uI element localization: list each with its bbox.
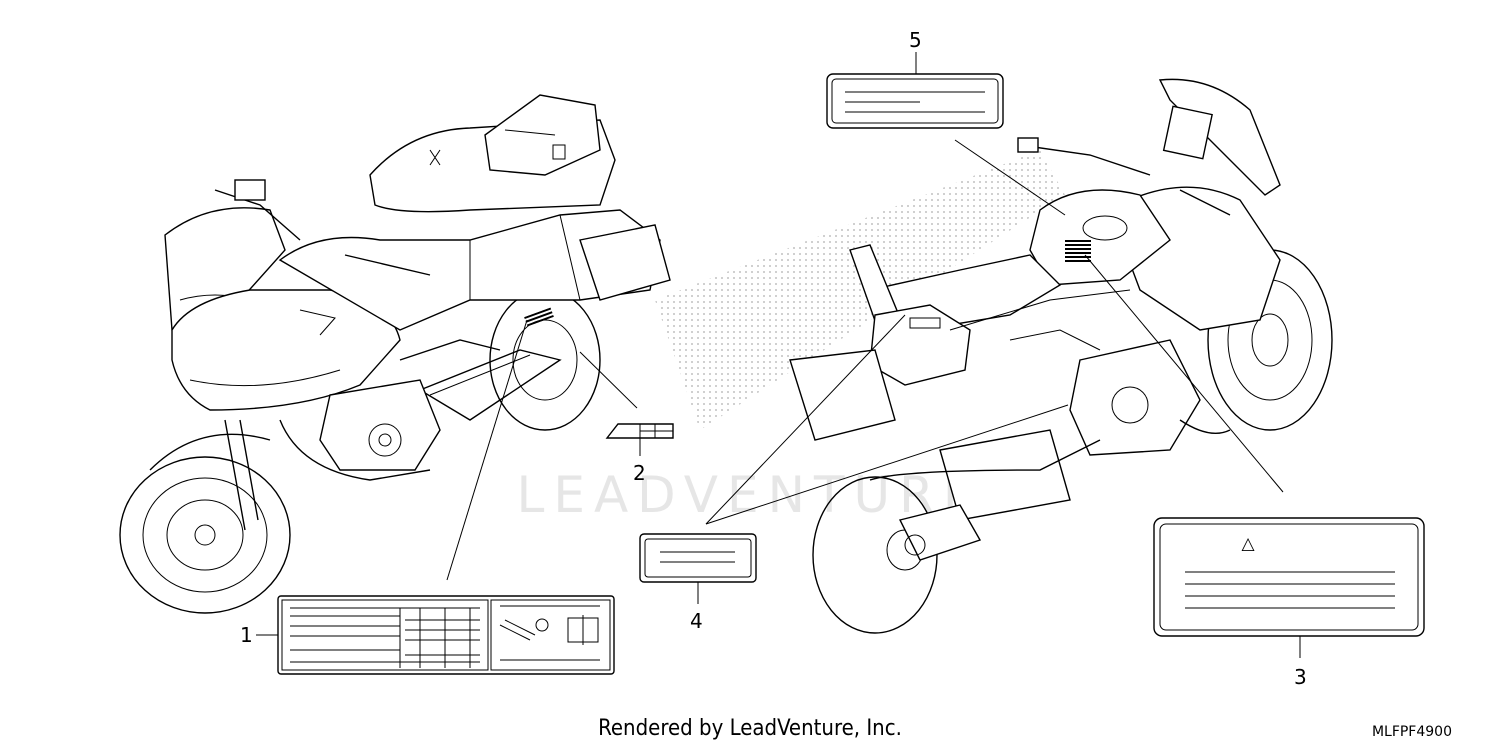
callout-3: 3 xyxy=(1294,665,1307,689)
watermark-text: LEADVENTURE xyxy=(517,466,984,524)
label-5-plate xyxy=(826,73,1004,129)
motorcycle-left-view xyxy=(119,94,671,614)
leader-line-4b xyxy=(705,404,1069,525)
leader-line-4a xyxy=(705,314,906,525)
leader-line-2 xyxy=(579,351,638,409)
label-1-caution-plate xyxy=(277,595,615,675)
callout-5: 5 xyxy=(909,28,922,52)
leader-line-5 xyxy=(954,139,1066,216)
callout-2: 2 xyxy=(633,461,646,485)
leader-line-3 xyxy=(1084,254,1284,493)
diagram-code: MLFPF4900 xyxy=(1371,724,1452,740)
label-location-mark-tank xyxy=(1065,240,1091,262)
label-4-plate xyxy=(639,533,757,583)
leader-line-1 xyxy=(446,319,528,581)
label-2-small-tag xyxy=(605,423,674,439)
label-location-mark-left xyxy=(524,307,554,327)
motorcycle-right-view xyxy=(789,78,1333,634)
callout-4: 4 xyxy=(690,609,703,633)
dotted-leader-band xyxy=(655,150,1065,430)
rendered-by-footer: Rendered by LeadVenture, Inc. xyxy=(598,716,902,741)
callout-1: 1 xyxy=(240,623,253,647)
warning-triangle-icon: △ xyxy=(1241,534,1255,554)
label-3-warning-plate xyxy=(1153,517,1425,637)
